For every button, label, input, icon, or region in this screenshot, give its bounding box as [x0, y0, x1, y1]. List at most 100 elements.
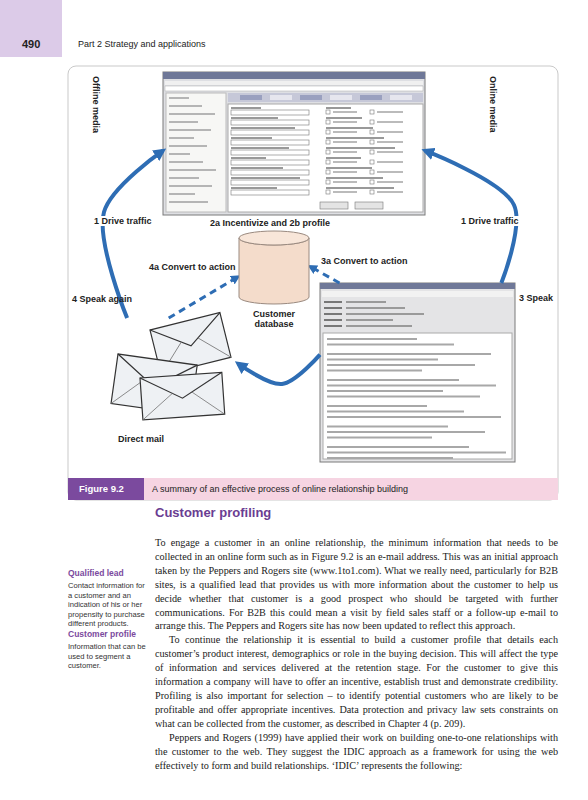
text-line — [377, 161, 403, 163]
envelope — [140, 372, 225, 420]
text-line — [231, 107, 261, 109]
envelope-flap — [150, 313, 226, 355]
direct-mail: 4 Speak againDirect mail — [112, 318, 238, 448]
text-line — [327, 405, 427, 407]
menu-bar — [165, 81, 423, 85]
database-label: Customer database — [238, 309, 310, 329]
form-button — [320, 202, 348, 209]
text-line — [327, 446, 469, 448]
text-line — [169, 177, 199, 179]
body-paragraph: Peppers and Rogers (1999) have applied t… — [155, 731, 558, 773]
text-line — [333, 111, 357, 113]
title-bar — [163, 72, 425, 79]
nav-bar — [228, 93, 423, 102]
text-line — [327, 344, 454, 346]
text-line — [333, 131, 357, 133]
text-line — [377, 151, 403, 153]
text-line — [333, 191, 357, 193]
nav-tab — [330, 95, 352, 100]
text-line — [169, 185, 212, 187]
text-line — [169, 113, 215, 115]
text-line — [327, 390, 443, 392]
text-line — [169, 169, 216, 171]
text-line — [327, 437, 432, 439]
step-label: 1 Drive traffic — [93, 216, 153, 226]
browser-window — [163, 72, 425, 215]
text-line — [169, 145, 207, 147]
form-field — [231, 140, 309, 145]
text-line — [231, 177, 300, 179]
tool-bar — [322, 291, 513, 297]
checkbox — [370, 140, 374, 144]
step-label: 3 Speak — [519, 293, 553, 303]
text-line — [333, 161, 357, 163]
checkbox — [326, 170, 330, 174]
text-line — [377, 171, 403, 173]
header-value — [346, 301, 386, 303]
text-line — [327, 457, 453, 459]
text-line — [169, 137, 194, 139]
form-field — [231, 170, 309, 175]
text-line — [169, 193, 195, 195]
text-line — [327, 426, 448, 428]
text-line — [231, 187, 277, 189]
body-text: To engage a customer in an online relati… — [155, 536, 558, 772]
text-line — [169, 153, 190, 155]
checkbox — [326, 130, 330, 134]
envelope-fold — [192, 390, 225, 416]
margin-definition: Contact information for a customer and a… — [68, 581, 150, 629]
text-line — [377, 181, 403, 183]
step-label: 4 Speak again — [72, 294, 132, 304]
text-line — [327, 411, 464, 413]
mail-window — [320, 283, 515, 462]
illustration — [111, 72, 515, 462]
figure-number: Figure 9.2 — [79, 483, 124, 494]
step-label: 1 Drive traffic — [460, 216, 520, 226]
header-value — [346, 325, 412, 327]
caption-band — [68, 478, 558, 500]
cylinder-body — [239, 238, 309, 304]
flow-arrow — [103, 151, 163, 318]
checkbox — [326, 180, 330, 184]
checkbox — [370, 180, 374, 184]
text-line — [333, 151, 357, 153]
margin-term: Qualified lead — [68, 568, 124, 578]
checkbox — [326, 140, 330, 144]
form-area — [228, 104, 423, 212]
body-paragraph: To continue the relationship it is essen… — [155, 633, 558, 730]
text-line — [377, 111, 403, 113]
address-bar — [165, 86, 423, 91]
media-label: Online media — [488, 76, 498, 133]
form-screenshot: 2a Incentivize and 2b profile — [163, 72, 425, 215]
step-label: 2a Incentivize and 2b profile — [210, 218, 330, 228]
text-line — [169, 129, 211, 131]
header-value — [346, 319, 393, 321]
text-line — [169, 121, 198, 123]
text-line — [377, 191, 403, 193]
envelope-body — [140, 372, 225, 420]
header-value — [346, 307, 405, 309]
text-line — [326, 177, 383, 179]
text-line — [377, 141, 403, 143]
text-line — [327, 385, 496, 387]
header-name — [324, 319, 342, 321]
text-line — [326, 107, 351, 109]
text-line — [333, 171, 357, 173]
flow-arrow — [238, 355, 320, 384]
form-field — [231, 130, 309, 135]
body-paragraph: To engage a customer in an online relati… — [155, 536, 558, 633]
running-head: Part 2 Strategy and applications — [78, 39, 206, 49]
header-name — [324, 313, 342, 315]
envelope-fold — [141, 393, 174, 419]
text-line — [327, 416, 501, 418]
text-line — [327, 379, 459, 381]
text-line — [333, 141, 357, 143]
email-screenshot: 3 Speak — [320, 283, 515, 462]
text-line — [231, 117, 278, 119]
figure-caption: A summary of an effective process of onl… — [152, 484, 408, 494]
title-bar — [320, 283, 515, 289]
form-field — [231, 180, 309, 185]
header-name — [324, 325, 342, 327]
